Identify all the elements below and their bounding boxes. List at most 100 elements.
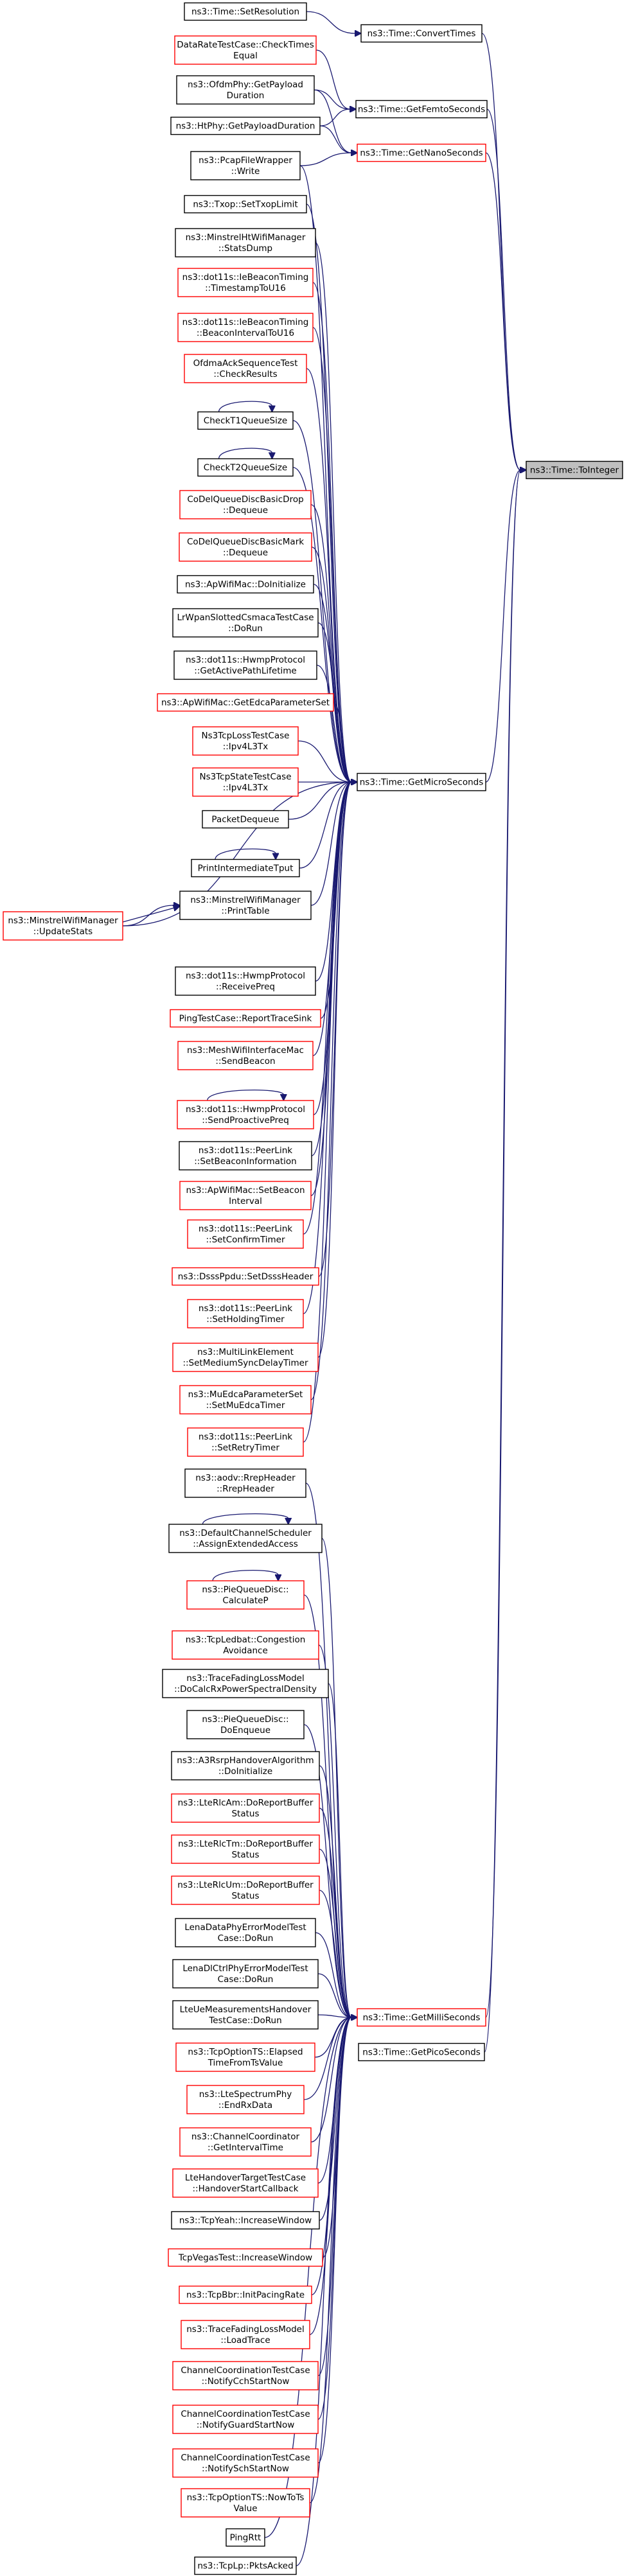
graph-node[interactable]: LrWpanSlottedCsmacaTestCase::DoRun (172, 608, 319, 638)
graph-node[interactable]: ns3::DsssPpdu::SetDsssHeader (172, 1267, 319, 1286)
node-box[interactable] (186, 1580, 305, 1610)
graph-node[interactable]: ns3::dot11s::PeerLink::SetRetryTimer (187, 1427, 304, 1457)
graph-node[interactable]: ns3::Time::GetMilliSeconds (357, 2008, 486, 2027)
graph-node[interactable]: ns3::dot11s::IeBeaconTiming::BeaconInter… (177, 313, 314, 342)
graph-node[interactable]: ns3::TraceFadingLossModel::LoadTrace (181, 2320, 310, 2349)
graph-node[interactable]: ChannelCoordinationTestCase::NotifyGuard… (172, 2405, 319, 2434)
node-box[interactable] (168, 1524, 323, 1553)
graph-node[interactable]: ns3::dot11s::HwmpProtocol::ReceivePreq (175, 966, 316, 996)
node-box[interactable] (184, 354, 307, 383)
node-box[interactable] (355, 100, 488, 119)
node-box[interactable] (184, 2, 307, 21)
graph-node[interactable]: ns3::aodv::RrepHeader::RrepHeader (184, 1468, 306, 1498)
node-box[interactable] (177, 575, 314, 594)
graph-node[interactable]: CheckT2QueueSize (197, 448, 294, 477)
node-box[interactable] (172, 1959, 319, 1989)
node-box[interactable] (190, 151, 301, 180)
graph-node[interactable]: ns3::Time::GetMicroSeconds (357, 772, 486, 792)
node-box[interactable] (357, 2008, 486, 2027)
node-box[interactable] (184, 195, 307, 214)
node-box[interactable] (179, 891, 312, 920)
node-box[interactable] (175, 1918, 316, 1947)
node-box[interactable] (179, 1181, 312, 1210)
node-box[interactable] (172, 608, 319, 638)
graph-node[interactable]: Ns3TcpStateTestCase::Ipv4L3Tx (192, 767, 299, 797)
node-box[interactable] (179, 2127, 312, 2157)
graph-node[interactable]: ns3::TcpYeah::IncreaseWindow (171, 2211, 320, 2230)
graph-node[interactable]: ns3::dot11s::IeBeaconTiming::TimestampTo… (177, 268, 314, 297)
node-box[interactable] (3, 911, 123, 941)
graph-node[interactable]: ns3::dot11s::PeerLink::SetConfirmTimer (187, 1219, 304, 1249)
node-box[interactable] (157, 693, 334, 712)
graph-node[interactable]: ns3::Time::SetResolution (184, 2, 307, 21)
graph-node[interactable]: LteHandoverTargetTestCase::HandoverStart… (172, 2168, 319, 2198)
node-box[interactable] (177, 313, 314, 342)
graph-node[interactable]: PingTestCase::ReportTraceSink (170, 1009, 321, 1028)
node-box[interactable] (175, 966, 316, 996)
node-box[interactable] (360, 24, 483, 43)
node-box[interactable] (226, 2528, 265, 2547)
node-box[interactable] (187, 1299, 304, 1328)
graph-node[interactable]: CoDelQueueDiscBasicDrop::Dequeue (179, 490, 312, 519)
node-box[interactable] (358, 2042, 485, 2062)
node-box[interactable] (186, 2085, 305, 2114)
node-box[interactable] (171, 1834, 320, 1864)
graph-node[interactable]: ns3::TcpBbr::InitPacingRate (179, 2285, 312, 2304)
node-box[interactable] (179, 1385, 312, 1414)
graph-node[interactable]: ns3::PieQueueDisc::CalculateP (186, 1569, 305, 1610)
node-box[interactable] (192, 767, 299, 797)
node-box[interactable] (194, 2556, 297, 2575)
graph-node[interactable]: ns3::Time::GetNanoSeconds (357, 143, 486, 162)
graph-node[interactable]: ns3::dot11s::HwmpProtocol::GetActivePath… (173, 650, 317, 680)
node-box[interactable] (174, 35, 317, 65)
node-box[interactable] (179, 2285, 312, 2304)
graph-node[interactable]: OfdmaAckSequenceTest::CheckResults (184, 354, 307, 383)
graph-node[interactable]: ns3::ChannelCoordinator::GetIntervalTime (179, 2127, 312, 2157)
graph-node[interactable]: PacketDequeue (202, 810, 289, 829)
graph-node[interactable]: ns3::ApWifiMac::GetEdcaParameterSet (157, 693, 334, 712)
node-box[interactable] (170, 1009, 321, 1028)
node-box[interactable] (173, 650, 317, 680)
node-box[interactable] (172, 2000, 319, 2030)
node-box[interactable] (170, 116, 321, 135)
graph-node[interactable]: ns3::ApWifiMac::DoInitialize (177, 575, 314, 594)
node-box[interactable] (172, 1343, 319, 1372)
node-box[interactable] (197, 458, 294, 477)
graph-node[interactable]: ChannelCoordinationTestCase::NotifySchSt… (172, 2448, 319, 2478)
node-box[interactable] (187, 1219, 304, 1249)
graph-node[interactable]: ChannelCoordinationTestCase::NotifyCchSt… (172, 2361, 319, 2390)
node-box[interactable] (184, 1468, 306, 1498)
node-box[interactable] (187, 1427, 304, 1457)
node-box[interactable] (357, 143, 486, 162)
node-box[interactable] (172, 2168, 319, 2198)
graph-node[interactable]: ns3::TraceFadingLossModel::DoCalcRxPower… (162, 1669, 329, 1698)
graph-node[interactable]: PingRtt (226, 2528, 265, 2547)
node-box[interactable] (175, 228, 316, 257)
node-box[interactable] (181, 2488, 310, 2518)
node-box[interactable] (171, 1751, 320, 1780)
graph-node[interactable]: ns3::MinstrelHtWifiManager::StatsDump (175, 228, 316, 257)
node-box[interactable] (197, 411, 294, 430)
node-box[interactable] (177, 1100, 314, 1129)
graph-node[interactable]: ns3::HtPhy::GetPayloadDuration (170, 116, 321, 135)
node-box[interactable] (172, 2448, 319, 2478)
graph-node[interactable]: ns3::dot11s::HwmpProtocol::SendProactive… (177, 1090, 314, 1129)
graph-node[interactable]: ns3::Time::GetPicoSeconds (358, 2042, 485, 2062)
graph-node[interactable]: ns3::PcapFileWrapper::Write (190, 151, 301, 180)
node-box[interactable] (179, 490, 312, 519)
graph-node[interactable]: ns3::MinstrelWifiManager::PrintTable (179, 891, 312, 920)
graph-node[interactable]: ns3::Time::GetFemtoSeconds (355, 100, 488, 119)
graph-node[interactable]: ns3::Time::ConvertTimes (360, 24, 483, 43)
node-box[interactable] (172, 1630, 319, 1660)
root-node[interactable]: ns3::Time::ToInteger (526, 460, 623, 480)
node-box[interactable] (179, 532, 312, 562)
node-box[interactable] (179, 1141, 312, 1171)
